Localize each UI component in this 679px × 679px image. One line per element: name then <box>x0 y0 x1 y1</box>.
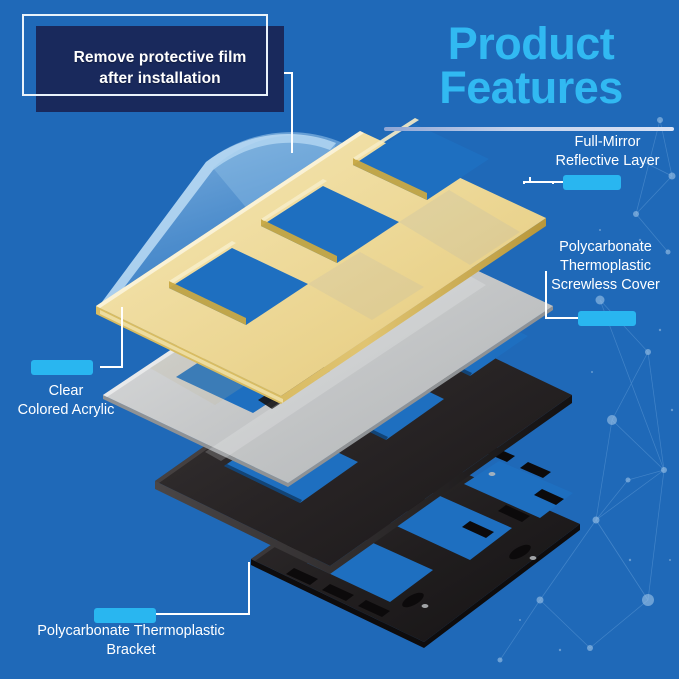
label-line: Thermoplastic <box>559 257 652 274</box>
accent-bar-screwless-cover <box>578 311 636 326</box>
callout-remove-protective-film: Remove protective film after installatio… <box>22 14 284 112</box>
callout-frame <box>22 14 268 96</box>
callout-text: Remove protective film after installatio… <box>36 26 284 112</box>
label-bracket: Polycarbonate Thermoplastic Bracket <box>10 622 252 660</box>
callout-line-2: after installation <box>99 70 221 87</box>
label-line: Colored Acrylic <box>17 401 115 418</box>
label-line: Reflective Layer <box>555 152 660 169</box>
label-line: Full-Mirror <box>574 134 641 150</box>
layer-clear-colored-acrylic <box>96 118 546 404</box>
label-clear-colored-acrylic: Clear Colored Acrylic <box>0 382 132 420</box>
title-divider <box>384 127 674 131</box>
title-line-2: Features <box>439 62 623 114</box>
label-line: Screwless Cover <box>551 276 660 293</box>
title-line-1: Product <box>447 18 615 69</box>
page-title: Product Features <box>390 21 672 114</box>
label-line: Polycarbonate Thermoplastic <box>37 623 225 639</box>
label-line: Clear <box>48 383 84 399</box>
label-full-mirror-reflective-layer: Full-Mirror Reflective Layer <box>536 133 679 171</box>
accent-bar-full-mirror <box>563 175 621 190</box>
accent-bar-bracket <box>94 608 156 623</box>
label-line: Polycarbonate <box>559 239 652 255</box>
accent-bar-clear-acrylic <box>31 360 93 375</box>
callout-fill <box>36 26 284 112</box>
label-screwless-cover: Polycarbonate Thermoplastic Screwless Co… <box>532 238 679 295</box>
callout-line-1: Remove protective film <box>73 49 247 67</box>
label-line: Bracket <box>106 641 156 658</box>
